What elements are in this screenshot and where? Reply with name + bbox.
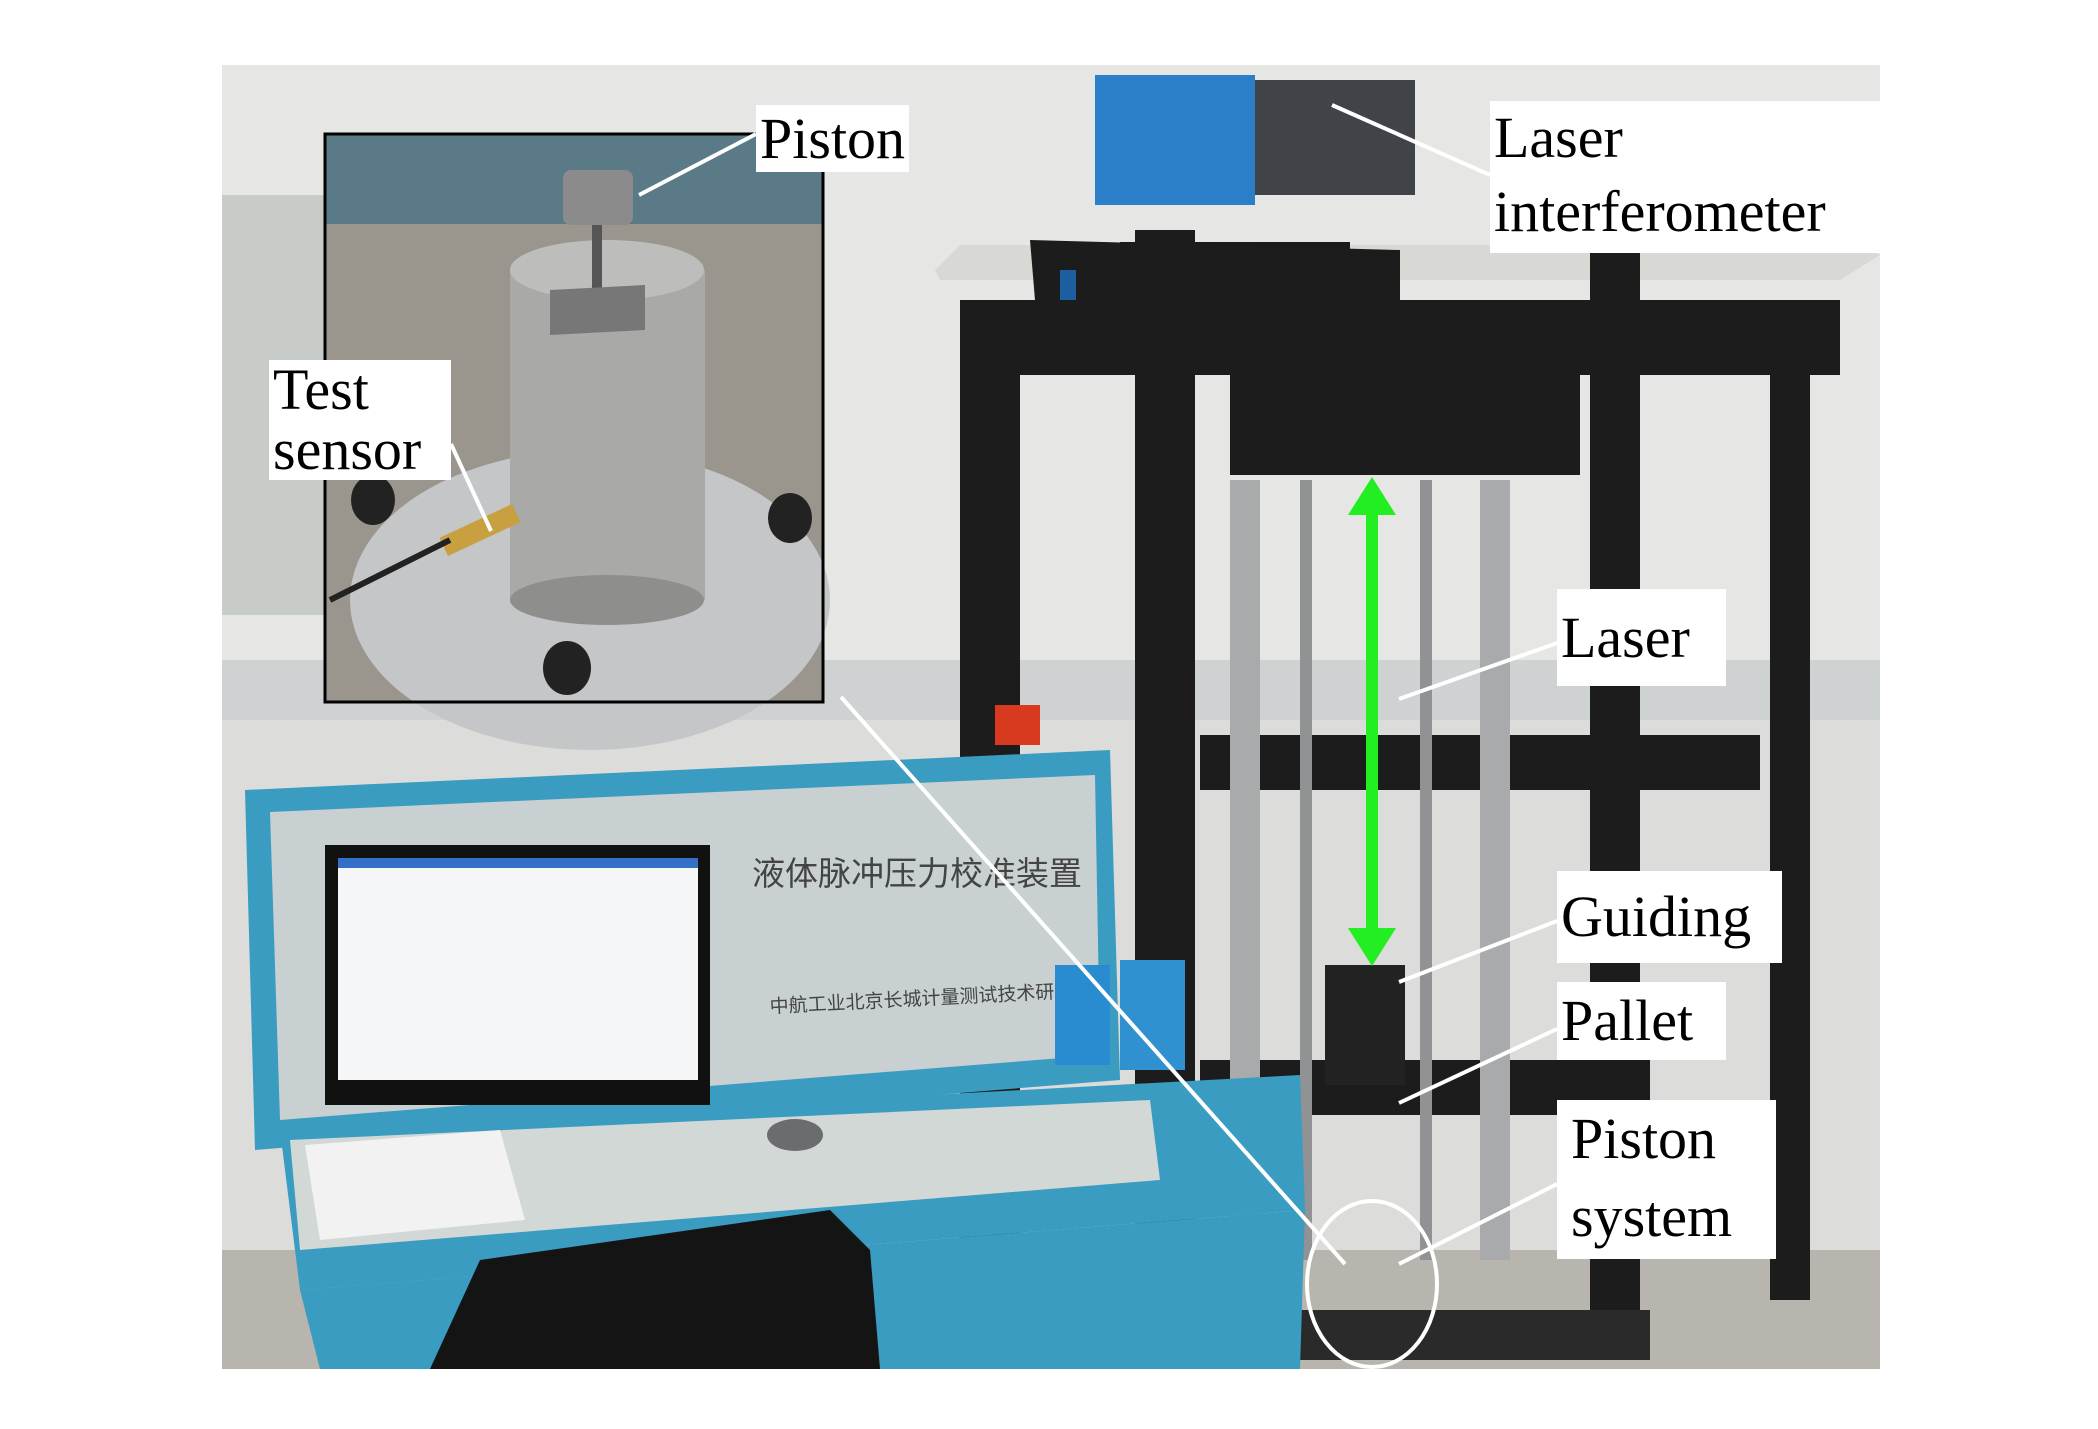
label-line: interferometer xyxy=(1494,179,1826,244)
chair xyxy=(430,1210,880,1369)
piston-system-circle xyxy=(1305,1199,1439,1369)
laser-leader xyxy=(1398,641,1558,701)
inset-photo xyxy=(323,132,830,750)
inset-piston xyxy=(563,170,633,225)
label-line: Laser xyxy=(1494,105,1623,170)
label-line: Piston xyxy=(1571,1106,1717,1171)
piston-system-leader xyxy=(1398,1182,1558,1266)
control-console: 液体脉冲压力校准装置 中航工业北京长城计量测试技术研 xyxy=(245,750,1305,1369)
label-line: Test xyxy=(273,357,369,422)
piston-leader xyxy=(638,132,757,197)
test-sensor-leader xyxy=(449,443,493,532)
label-guiding: Guiding xyxy=(1557,871,1782,963)
laser-interferometer-device xyxy=(1095,75,1255,205)
label-piston-system: Piston system xyxy=(1557,1100,1776,1259)
mouse xyxy=(767,1119,823,1151)
laser-beam-arrow xyxy=(1348,477,1396,966)
panel-title: 液体脉冲压力校准装置 xyxy=(752,854,1082,893)
label-line: system xyxy=(1571,1184,1733,1249)
label-laser: Laser xyxy=(1557,589,1726,686)
pallet-leader xyxy=(1398,1027,1558,1105)
label-line: sensor xyxy=(273,417,422,482)
annotations xyxy=(449,103,1558,1369)
laser-interferometer-leader xyxy=(1331,103,1491,177)
papers xyxy=(305,1130,525,1240)
label-laser-interferometer: Laser interferometer xyxy=(1490,101,1880,253)
label-pallet: Pallet xyxy=(1557,982,1726,1060)
guiding-leader xyxy=(1398,919,1558,984)
label-test-sensor: Test sensor xyxy=(269,360,451,480)
inset-callout-line xyxy=(839,695,1347,1266)
label-piston: Piston xyxy=(756,105,910,172)
